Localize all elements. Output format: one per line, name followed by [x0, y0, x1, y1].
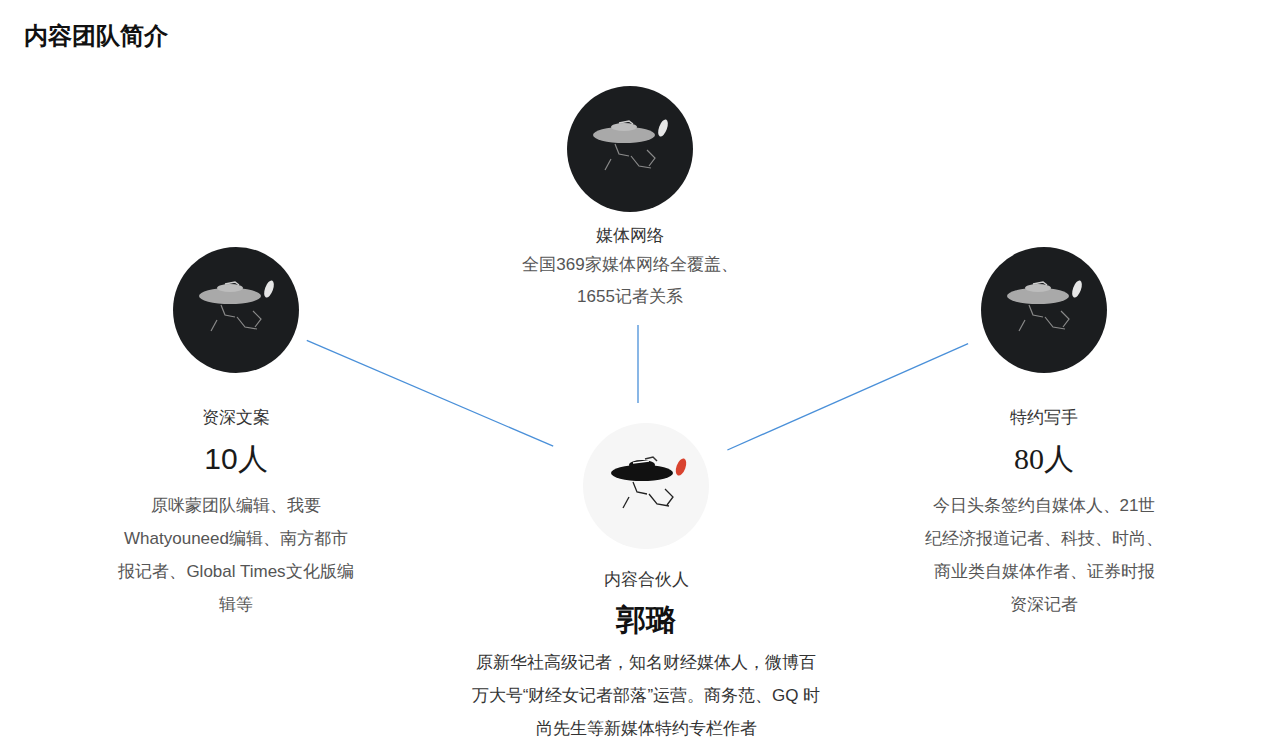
node-heading: 内容合伙人: [469, 568, 824, 592]
node-description: 原咪蒙团队编辑、我要 Whatyouneed编辑、南方都市 报记者、Global…: [115, 489, 357, 621]
node-description: 原新华社高级记者，知名财经媒体人，微博百 万大号“财经女记者部落”运营。商务范、…: [469, 646, 824, 745]
avatar-figure: [981, 247, 1107, 373]
team-node: 资深文案 10人原咪蒙团队编辑、我要 Whatyouneed编辑、南方都市 报记者…: [115, 247, 357, 621]
team-node: 媒体网络全国369家媒体网络全覆盖、 1655记者关系: [510, 86, 750, 313]
person-name: 郭璐: [469, 602, 824, 638]
connector-line: [727, 344, 968, 450]
avatar-illustration: [981, 247, 1107, 373]
node-heading: 特约写手: [923, 406, 1165, 430]
avatar-figure: [583, 423, 709, 549]
avatar-illustration: [567, 86, 693, 212]
node-description: 全国369家媒体网络全覆盖、 1655记者关系: [510, 249, 750, 313]
avatar-illustration: [173, 247, 299, 373]
connector-line: [637, 325, 638, 403]
avatar-figure: [567, 86, 693, 212]
page-title: 内容团队简介: [24, 20, 168, 52]
node-heading: 资深文案: [115, 406, 357, 430]
node-description: 今日头条签约自媒体人、21世 纪经济报道记者、科技、时尚、 商业类自媒体作者、证…: [923, 489, 1165, 621]
avatar-figure: [173, 247, 299, 373]
team-node: 内容合伙人郭璐原新华社高级记者，知名财经媒体人，微博百 万大号“财经女记者部落”…: [469, 423, 824, 745]
member-count: 10人: [115, 441, 357, 477]
node-heading: 媒体网络: [510, 224, 750, 248]
connector-line: [307, 340, 553, 446]
member-count: 80人: [923, 441, 1165, 477]
team-node: 特约写手 80人今日头条签约自媒体人、21世 纪经济报道记者、科技、时尚、 商业类…: [923, 247, 1165, 621]
avatar-illustration: [583, 423, 709, 549]
